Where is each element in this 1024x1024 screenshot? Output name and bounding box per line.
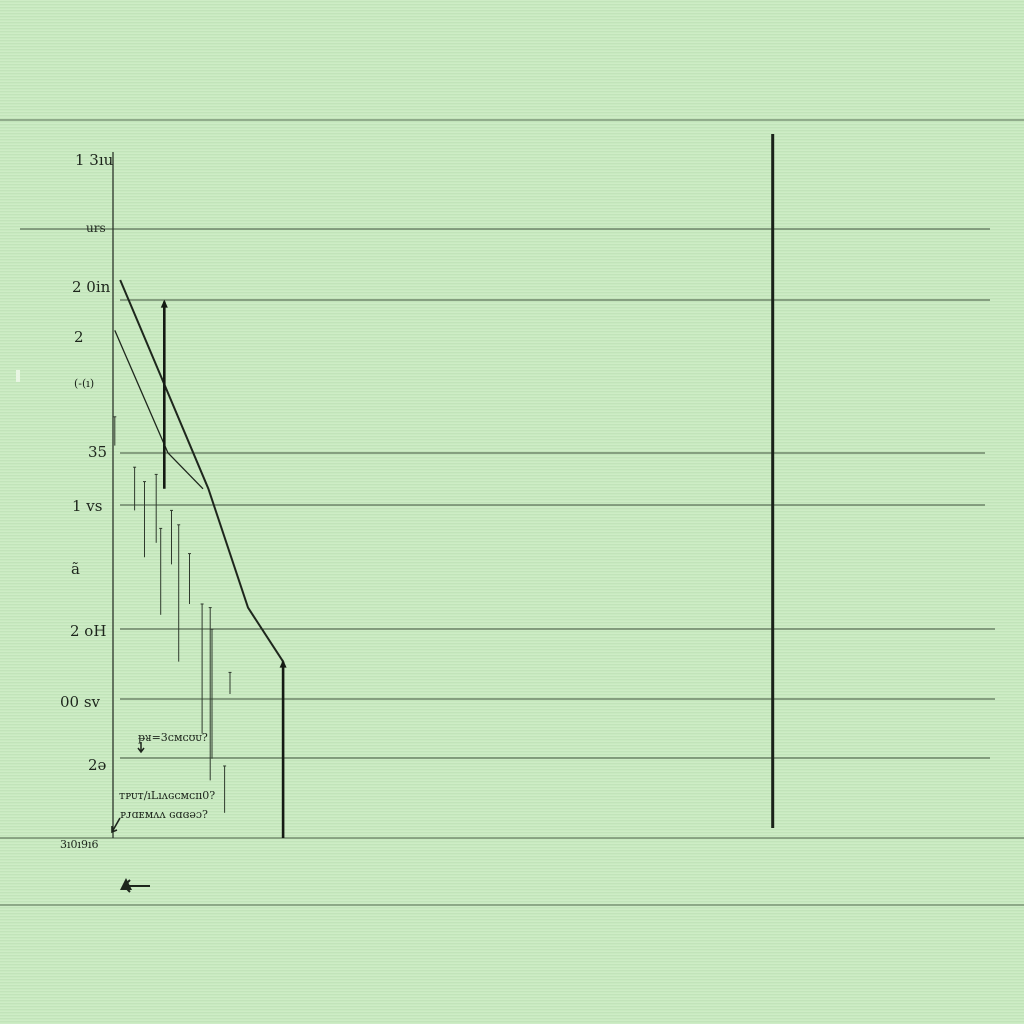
annotation-text: ᵽᴚ=3ᴄᴍᴄʊᴜ? (138, 731, 208, 744)
y-tick-label: urs (86, 221, 106, 235)
annotation-arrow-icon (111, 817, 121, 834)
scan-mark (16, 370, 20, 382)
y-tick-label: 00 sv (60, 693, 101, 711)
markers (160, 299, 287, 838)
annotation-arrow-icon (137, 742, 145, 754)
y-tick-label: ã (71, 560, 80, 578)
y-tick-label: (-(ı) (74, 377, 94, 390)
y-tick-label: 1 vs (72, 497, 102, 515)
marker-tip (160, 299, 168, 308)
series-line (119, 279, 284, 663)
annotation-text: ᴘᴊɑᴇᴍᴧᴧ ɢɑɞəɔ? (120, 808, 208, 821)
arrow-head-icon (120, 878, 132, 890)
y-tick-label: 2 (74, 328, 84, 346)
annotation-text: ᴛᴘᴜᴛ/ıLıᴧɢᴄᴍᴄɪı0? (119, 789, 215, 802)
series-lines (114, 279, 284, 663)
y-tick-label: 2ə (88, 756, 107, 774)
y-tick-label: 35 (88, 443, 107, 461)
marker-tip (279, 659, 287, 668)
error-bars (113, 416, 232, 813)
y-tick-label: 1 3ıu (75, 151, 114, 169)
series-line (114, 330, 204, 490)
y-tick-label: 2 oH (70, 622, 106, 640)
grid-lines (20, 228, 995, 759)
corner-label: 3ı0ı9ı6 (60, 838, 99, 851)
y-tick-label: 2 0in (72, 278, 111, 296)
